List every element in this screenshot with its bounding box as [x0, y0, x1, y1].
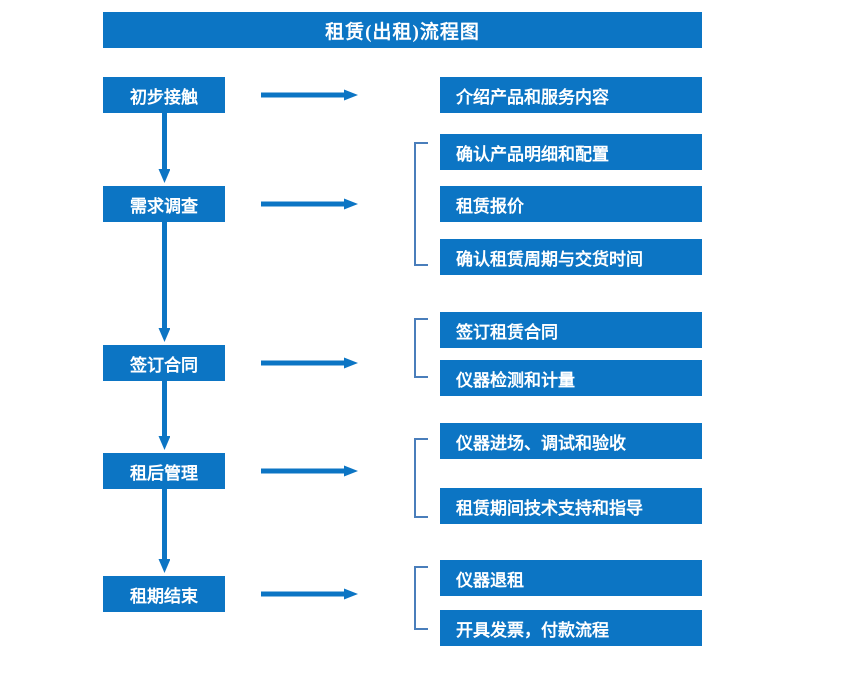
detail-box-5[interactable]: 签订租赁合同 — [440, 312, 702, 348]
detail-box-9[interactable]: 仪器退租 — [440, 560, 702, 596]
detail-box-1[interactable]: 介绍产品和服务内容 — [440, 77, 702, 113]
right-arrow-icon-2 — [261, 198, 358, 210]
detail-box-8[interactable]: 租赁期间技术支持和指导 — [440, 488, 702, 524]
stage-box-1[interactable]: 初步接触 — [103, 77, 225, 113]
right-arrow-icon-1 — [261, 89, 358, 101]
stage-box-2[interactable]: 需求调查 — [103, 186, 225, 222]
down-arrow-icon-4 — [158, 489, 170, 573]
detail-label: 租赁报价 — [456, 196, 524, 216]
detail-label: 开具发票，付款流程 — [456, 620, 609, 640]
down-arrow-icon-3 — [158, 381, 170, 450]
stage-label: 初步接触 — [130, 87, 198, 107]
stage-box-4[interactable]: 租后管理 — [103, 453, 225, 489]
group-bracket-requirements — [414, 142, 428, 266]
detail-label: 仪器进场、调试和验收 — [456, 433, 626, 453]
detail-label: 签订租赁合同 — [456, 322, 558, 342]
right-arrow-icon-3 — [261, 357, 358, 369]
detail-label: 确认产品明细和配置 — [456, 144, 609, 164]
down-arrow-icon-2 — [158, 222, 170, 342]
detail-label: 介绍产品和服务内容 — [456, 87, 609, 107]
detail-box-10[interactable]: 开具发票，付款流程 — [440, 610, 702, 646]
detail-label: 仪器退租 — [456, 570, 524, 590]
detail-box-7[interactable]: 仪器进场、调试和验收 — [440, 423, 702, 459]
stage-label: 租期结束 — [130, 586, 198, 606]
detail-box-6[interactable]: 仪器检测和计量 — [440, 360, 702, 396]
detail-label: 租赁期间技术支持和指导 — [456, 498, 643, 518]
group-bracket-end — [414, 566, 428, 630]
detail-box-4[interactable]: 确认租赁周期与交货时间 — [440, 239, 702, 275]
right-arrow-icon-4 — [261, 465, 358, 477]
detail-label: 确认租赁周期与交货时间 — [456, 249, 643, 269]
stage-box-5[interactable]: 租期结束 — [103, 576, 225, 612]
detail-box-2[interactable]: 确认产品明细和配置 — [440, 134, 702, 170]
stage-label: 需求调查 — [130, 196, 198, 216]
stage-box-3[interactable]: 签订合同 — [103, 345, 225, 381]
group-bracket-management — [414, 438, 428, 518]
page-title: 租赁(出租)流程图 — [103, 12, 702, 48]
down-arrow-icon-1 — [158, 113, 170, 183]
detail-box-3[interactable]: 租赁报价 — [440, 186, 702, 222]
group-bracket-contract — [414, 318, 428, 378]
stage-label: 租后管理 — [130, 463, 198, 483]
right-arrow-icon-5 — [261, 588, 358, 600]
stage-label: 签订合同 — [130, 355, 198, 375]
detail-label: 仪器检测和计量 — [456, 370, 575, 390]
